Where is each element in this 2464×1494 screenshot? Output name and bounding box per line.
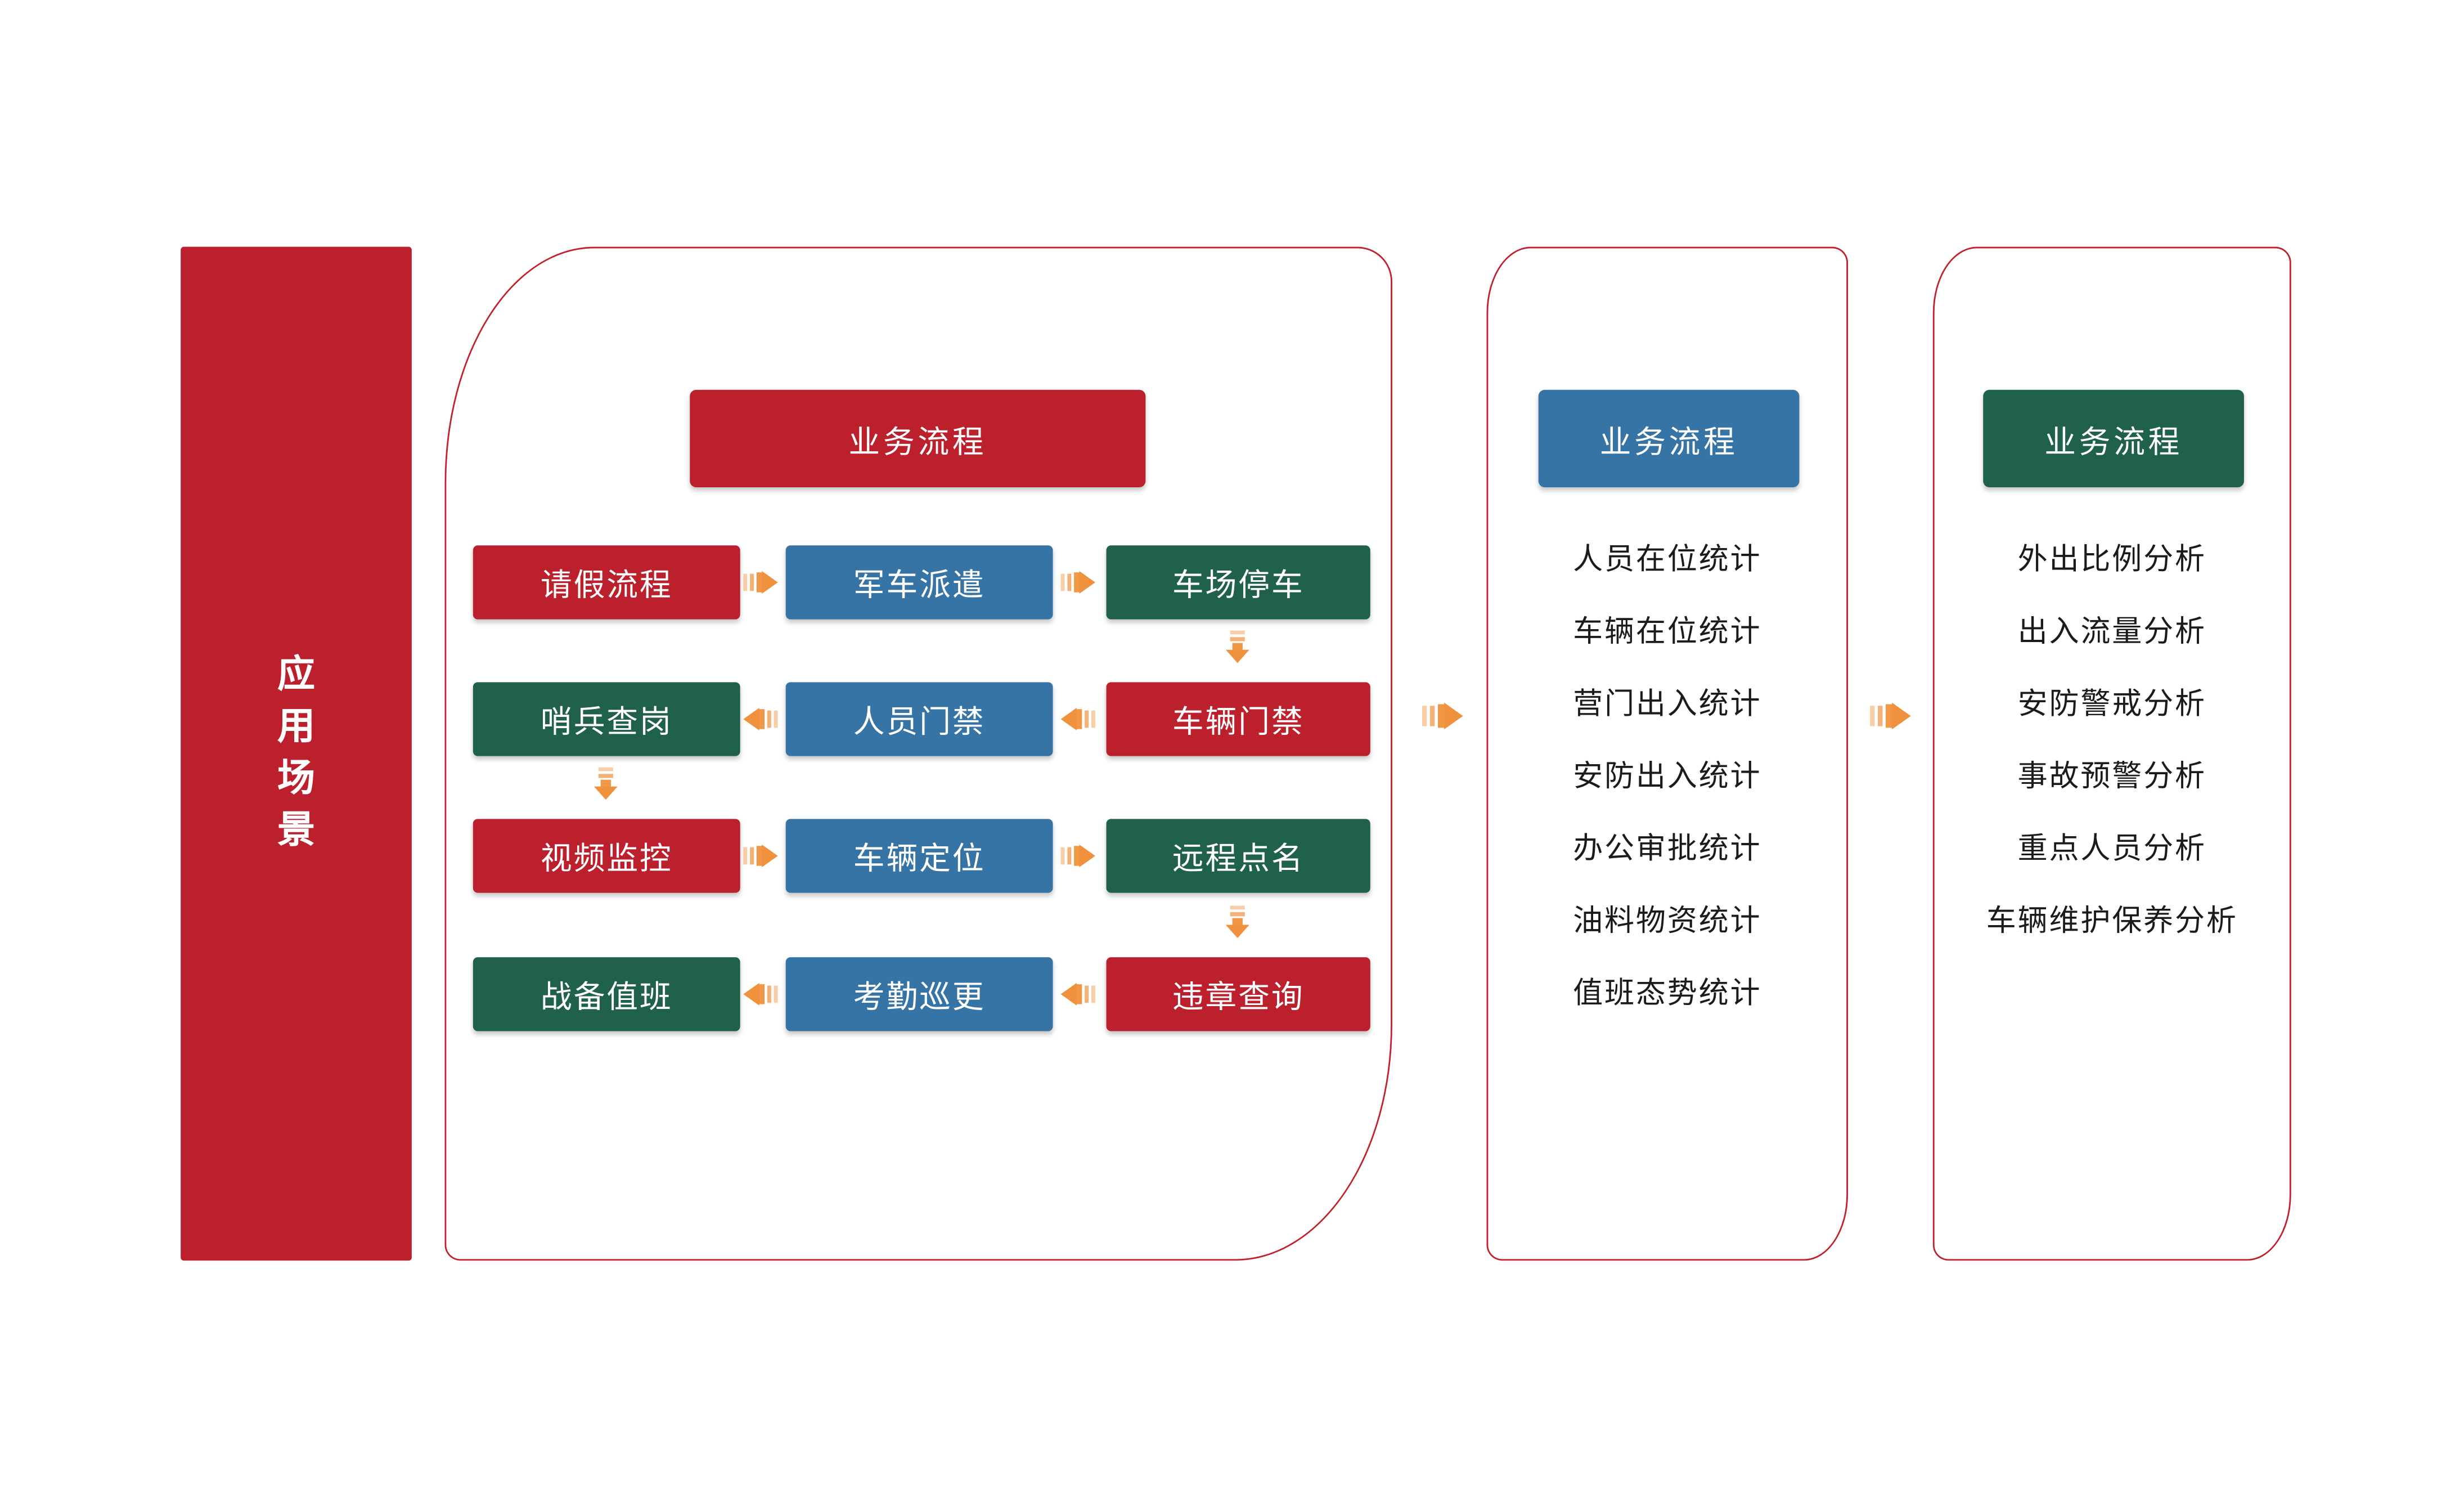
flow-box-military-vehicle-dispatch: 军车派遣 — [785, 545, 1053, 620]
arrow-right-icon — [1060, 844, 1095, 868]
banner-char: 场 — [277, 757, 316, 800]
flow-box-combat-readiness-duty: 战备值班 — [473, 957, 740, 1031]
list-item: 营门出入统计 — [1573, 688, 1762, 722]
list-item: 事故预警分析 — [2017, 760, 2206, 794]
analysis-panel-header: 业务流程 — [1983, 389, 2244, 487]
list-item: 办公审批统计 — [1573, 833, 1762, 867]
banner-char: 用 — [277, 706, 316, 748]
flow-box-parking-lot: 车场停车 — [1106, 545, 1370, 620]
flow-box-leave-process: 请假流程 — [473, 545, 740, 620]
banner-char: 景 — [277, 809, 316, 853]
list-item: 车辆在位统计 — [1573, 616, 1762, 649]
arrow-right-icon — [743, 844, 778, 868]
panel-link-arrow-icon — [1422, 702, 1463, 730]
list-item: 人员在位统计 — [1573, 544, 1762, 577]
list-item: 值班态势统计 — [1573, 977, 1762, 1011]
application-scenarios-banner: 应 用 场 景 — [181, 246, 412, 1261]
analysis-panel: 业务流程 外出比例分析 出入流量分析 安防警戒分析 事故预警分析 重点人员分析 … — [1932, 246, 2291, 1261]
business-flow-panel: 业务流程 请假流程 军车派遣 车场停车 哨兵查岗 人员门禁 车辆门禁 视频监控 — [444, 246, 1392, 1261]
arrow-left-icon — [1060, 982, 1095, 1006]
flow-panel-header: 业务流程 — [690, 389, 1146, 487]
arrow-down-icon — [1225, 630, 1249, 663]
arrow-down-icon — [593, 767, 618, 800]
statistics-panel: 业务流程 人员在位统计 车辆在位统计 营门出入统计 安防出入统计 办公审批统计 … — [1486, 246, 1849, 1261]
list-item: 车辆维护保养分析 — [1986, 905, 2238, 939]
arrow-left-icon — [1060, 707, 1095, 731]
flow-box-sentry-check: 哨兵查岗 — [473, 682, 740, 756]
list-item: 安防警戒分析 — [2017, 688, 2206, 722]
stats-list: 人员在位统计 车辆在位统计 营门出入统计 安防出入统计 办公审批统计 油料物资统… — [1488, 525, 1846, 1031]
stats-panel-header: 业务流程 — [1538, 389, 1800, 487]
banner-char: 应 — [277, 654, 316, 697]
flow-box-personnel-access-control: 人员门禁 — [785, 682, 1053, 756]
list-item: 重点人员分析 — [2017, 833, 2206, 867]
panel-link-arrow-icon — [1870, 702, 1911, 730]
analysis-list: 外出比例分析 出入流量分析 安防警戒分析 事故预警分析 重点人员分析 车辆维护保… — [1935, 525, 2290, 959]
arrow-down-icon — [1225, 905, 1249, 939]
list-item: 安防出入统计 — [1573, 760, 1762, 794]
arrow-right-icon — [1060, 571, 1095, 594]
flow-box-vehicle-positioning: 车辆定位 — [785, 819, 1053, 893]
list-item: 出入流量分析 — [2017, 616, 2206, 649]
flow-box-video-surveillance: 视频监控 — [473, 819, 740, 893]
flow-box-violation-query: 违章查询 — [1106, 957, 1370, 1031]
arrow-left-icon — [743, 982, 778, 1006]
arrow-left-icon — [743, 707, 778, 731]
list-item: 油料物资统计 — [1573, 905, 1762, 939]
arrow-right-icon — [743, 571, 778, 594]
list-item: 外出比例分析 — [2017, 544, 2206, 577]
flow-box-vehicle-access-control: 车辆门禁 — [1106, 682, 1370, 756]
flow-box-remote-rollcall: 远程点名 — [1106, 819, 1370, 893]
flow-box-attendance-patrol: 考勤巡更 — [785, 957, 1053, 1031]
